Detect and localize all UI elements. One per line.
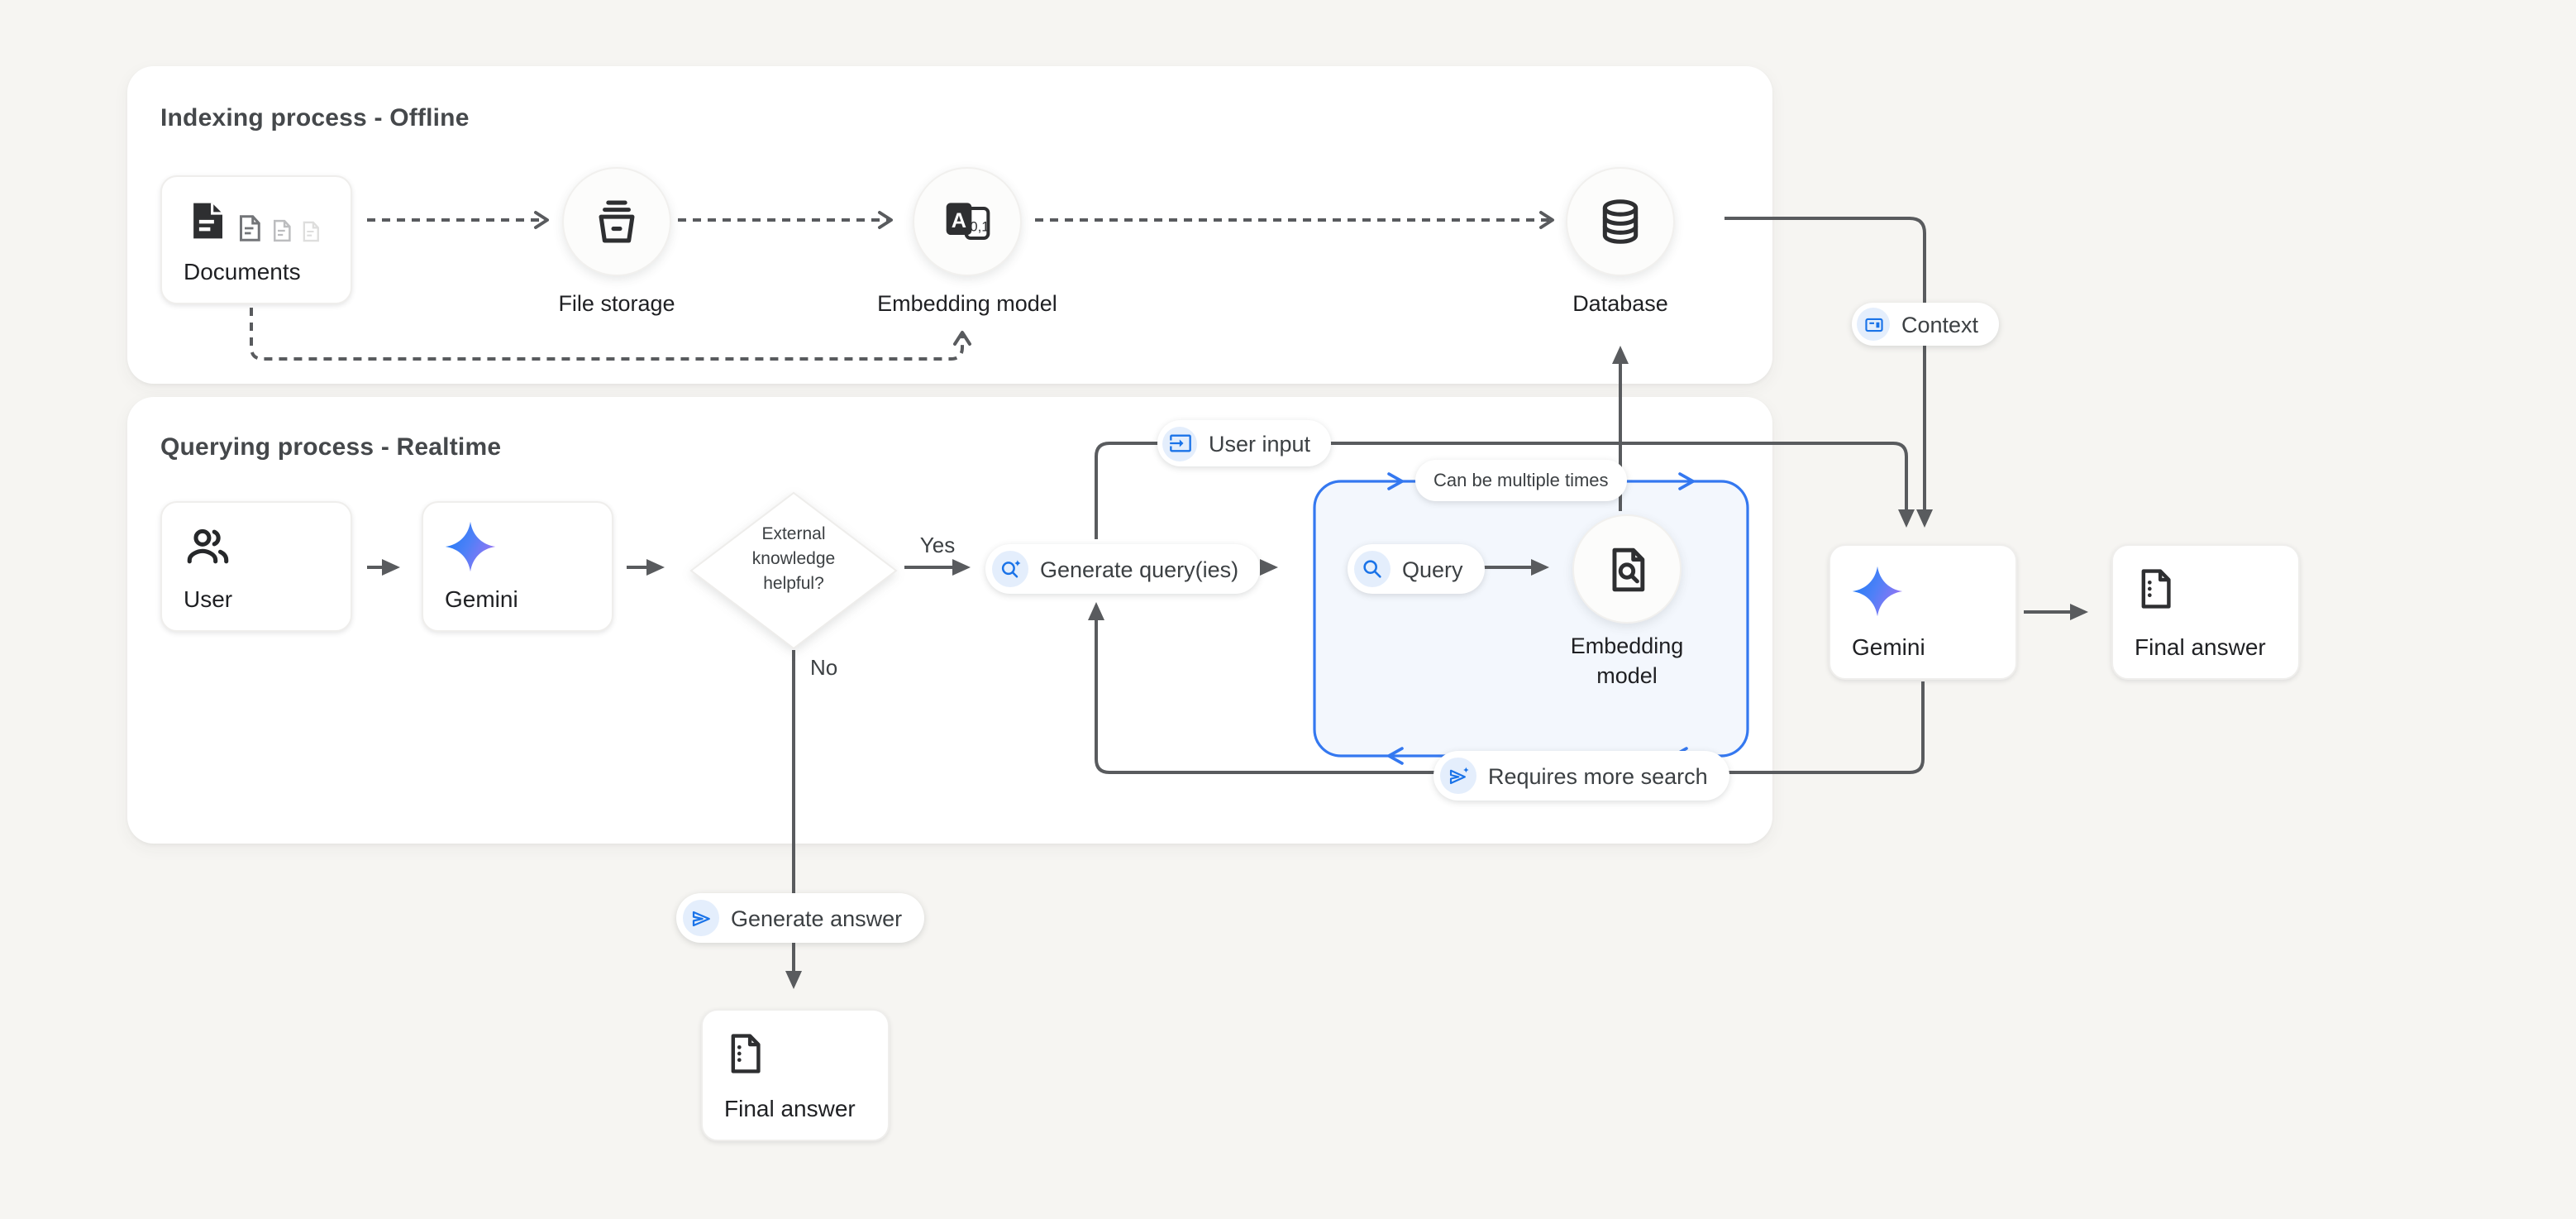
database-icon <box>1602 199 1639 244</box>
embedding-model-indexing-node: A 0,1 <box>913 167 1022 276</box>
context-badge-label: Context <box>1901 312 1979 337</box>
can-be-multiple-times-label: Can be multiple times <box>1433 471 1609 490</box>
query-label: Query <box>1402 557 1463 581</box>
user-node: User <box>160 501 352 632</box>
final-answer-bottom-node: Final answer <box>701 1009 890 1141</box>
generate-queries-label: Generate query(ies) <box>1040 557 1239 581</box>
documents-icon <box>185 198 322 243</box>
file-storage-label: File storage <box>558 291 675 316</box>
can-be-multiple-times-badge: Can be multiple times <box>1415 460 1627 501</box>
gemini-icon <box>1850 564 1905 627</box>
decision-label: External knowledge helpful? <box>751 524 836 594</box>
requires-more-search-label: Requires more search <box>1488 763 1708 788</box>
context-icon <box>1857 308 1890 341</box>
generate-answer-badge: Generate answer <box>676 893 924 943</box>
documents-label: Documents <box>184 258 301 284</box>
edge-label-no: No <box>810 655 838 680</box>
final-answer-right-label: Final answer <box>2135 633 2266 660</box>
gemini-answer-node: Gemini <box>1829 544 2017 680</box>
embedding-model-icon: A 0,1 <box>946 203 990 240</box>
querying-section-title: Querying process - Realtime <box>160 433 502 461</box>
user-label: User <box>184 586 233 612</box>
query-badge: Query <box>1348 544 1485 594</box>
send-icon <box>683 900 719 936</box>
embedding-model-query-label: Embedding model <box>1570 633 1684 688</box>
search-spark-icon <box>992 551 1028 587</box>
final-answer-right-node: Final answer <box>2111 544 2300 680</box>
gemini-query-label: Gemini <box>445 586 518 612</box>
embedding-model-indexing-label: Embedding model <box>877 291 1057 316</box>
user-input-badge: User input <box>1157 420 1331 466</box>
embedding-model-query-node <box>1572 514 1682 624</box>
edge-label-yes: Yes <box>919 533 956 557</box>
file-storage-node <box>562 167 671 276</box>
indexing-section-title: Indexing process - Offline <box>160 104 470 132</box>
file-storage-icon <box>599 200 635 243</box>
input-icon <box>1162 426 1197 461</box>
gemini-icon <box>443 519 498 582</box>
generate-queries-badge: Generate query(ies) <box>985 544 1261 594</box>
user-input-label: User input <box>1209 431 1311 456</box>
user-icon <box>182 523 233 579</box>
document-dots-icon <box>723 1030 769 1085</box>
solid-edges <box>367 217 2088 989</box>
doc-search-icon <box>1611 547 1644 591</box>
gemini-answer-label: Gemini <box>1852 633 1925 660</box>
database-node <box>1566 167 1675 276</box>
final-answer-bottom-label: Final answer <box>724 1095 856 1121</box>
context-badge: Context <box>1852 303 1999 346</box>
decision-diamond <box>689 491 898 650</box>
query-loop-box <box>1313 480 1749 758</box>
indexing-dashed-edges <box>250 211 1554 361</box>
svg-text:A: A <box>952 209 966 232</box>
gemini-query-node: Gemini <box>422 501 613 632</box>
send-spark-icon <box>1440 758 1476 794</box>
svg-text:0,1: 0,1 <box>970 218 989 234</box>
generate-answer-label: Generate answer <box>731 906 903 930</box>
requires-more-search-badge: Requires more search <box>1433 751 1729 801</box>
document-dots-icon <box>2133 566 2179 620</box>
database-label: Database <box>1572 291 1668 316</box>
search-icon <box>1354 551 1391 587</box>
documents-node: Documents <box>160 175 352 304</box>
